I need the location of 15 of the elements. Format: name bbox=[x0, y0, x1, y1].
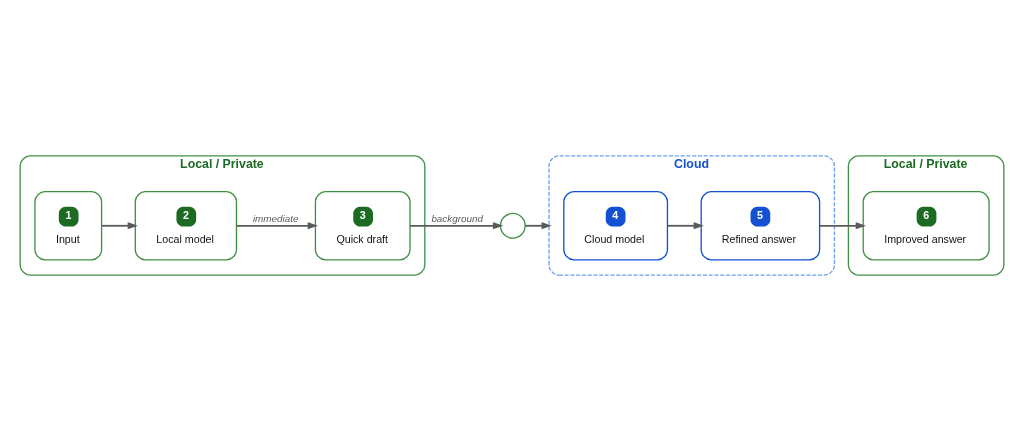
node-box: 4 Cloud model bbox=[563, 191, 669, 261]
edge-label: immediate bbox=[252, 213, 299, 225]
edge-label: background bbox=[431, 213, 483, 225]
node-box: 5 Refined answer bbox=[700, 191, 821, 261]
arrow bbox=[818, 222, 866, 230]
arrow bbox=[100, 222, 138, 230]
node-box: 2 Local model bbox=[134, 191, 238, 261]
arrow bbox=[409, 222, 504, 230]
arrow bbox=[235, 222, 318, 230]
node-box: 6 Improved answer bbox=[862, 191, 990, 261]
node-box: 1 Input bbox=[34, 191, 103, 261]
node-circle bbox=[499, 212, 526, 239]
arrow bbox=[666, 222, 704, 230]
node-box: 3 Quick draft bbox=[314, 191, 411, 261]
arrow bbox=[524, 222, 552, 230]
